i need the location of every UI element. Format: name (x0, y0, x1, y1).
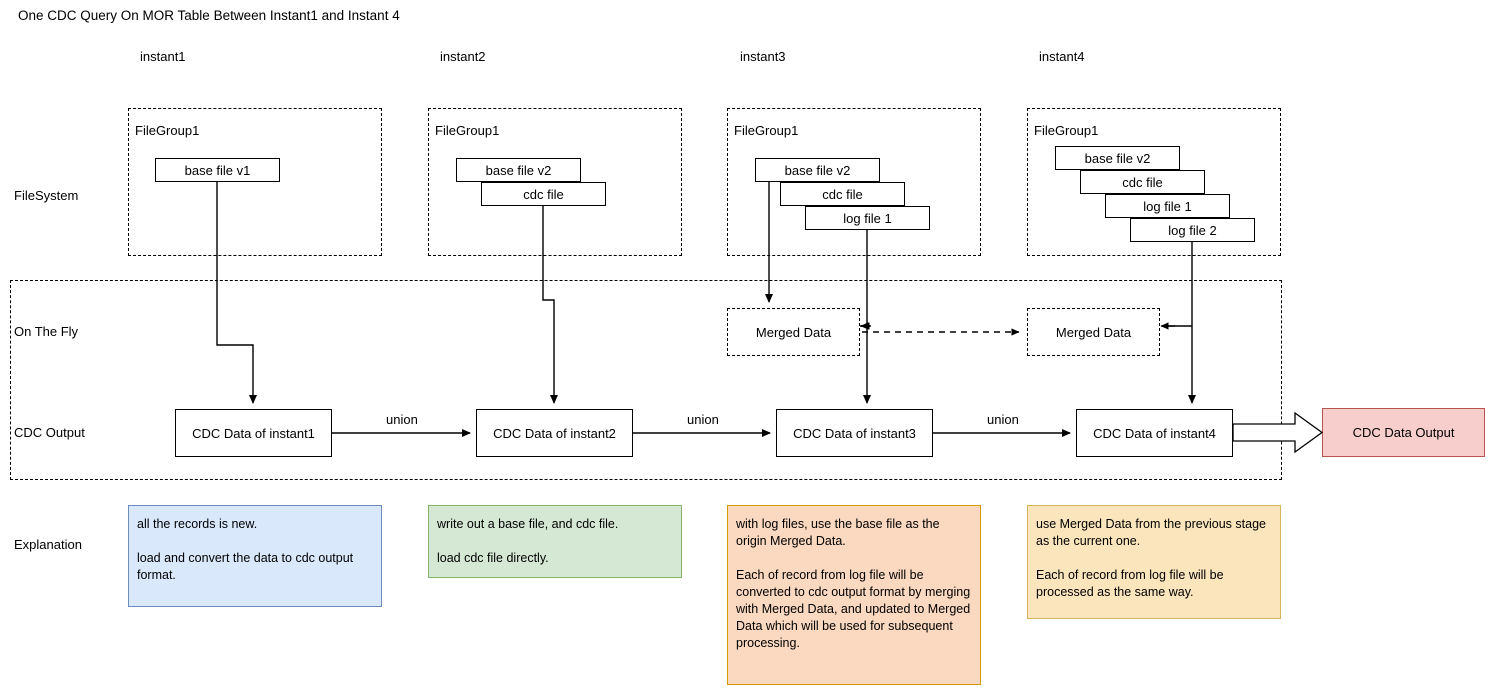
row-label-on-the-fly: On The Fly (14, 324, 79, 339)
file-box-log-file-1[interactable]: log file 1 (805, 206, 930, 230)
explanation-box-instant3: with log files, use the base file as the… (727, 505, 981, 685)
page-title: One CDC Query On MOR Table Between Insta… (18, 8, 400, 23)
file-box-log-file-2[interactable]: log file 2 (1130, 218, 1255, 242)
file-box-base-file-v2[interactable]: base file v2 (755, 158, 880, 182)
explanation-box-instant4: use Merged Data from the previous stage … (1027, 505, 1281, 619)
column-label-instant1: instant1 (140, 49, 186, 64)
filegroup-title: FileGroup1 (734, 123, 799, 138)
processing-section-box (10, 280, 1282, 480)
cdc-data-node-instant2[interactable]: CDC Data of instant2 (476, 409, 633, 457)
file-box-cdc-file[interactable]: cdc file (780, 182, 905, 206)
cdc-data-node-instant3[interactable]: CDC Data of instant3 (776, 409, 933, 457)
file-box-base-file-v2[interactable]: base file v2 (456, 158, 581, 182)
column-label-instant2: instant2 (440, 49, 486, 64)
file-box-cdc-file[interactable]: cdc file (481, 182, 606, 206)
filegroup-title: FileGroup1 (135, 123, 200, 138)
row-label-cdc-output: CDC Output (14, 425, 85, 440)
file-box-base-file-v1[interactable]: base file v1 (155, 158, 280, 182)
cdc-data-node-instant4[interactable]: CDC Data of instant4 (1076, 409, 1233, 457)
filegroup-title: FileGroup1 (1034, 123, 1099, 138)
union-label-1: union (386, 412, 418, 427)
column-label-instant4: instant4 (1039, 49, 1085, 64)
filegroup-box-instant4: FileGroup1 (1027, 108, 1281, 256)
cdc-data-output-box[interactable]: CDC Data Output (1322, 408, 1485, 457)
filegroup-title: FileGroup1 (435, 123, 500, 138)
filegroup-box-instant2: FileGroup1 (428, 108, 682, 256)
file-box-cdc-file[interactable]: cdc file (1080, 170, 1205, 194)
explanation-box-instant1: all the records is new. load and convert… (128, 505, 382, 607)
merged-data-box-instant4[interactable]: Merged Data (1027, 308, 1160, 356)
explanation-box-instant2: write out a base file, and cdc file. loa… (428, 505, 682, 578)
cdc-data-node-instant1[interactable]: CDC Data of instant1 (175, 409, 332, 457)
column-label-instant3: instant3 (740, 49, 786, 64)
union-label-3: union (987, 412, 1019, 427)
row-label-explanation: Explanation (14, 537, 82, 552)
union-label-2: union (687, 412, 719, 427)
filegroup-box-instant1: FileGroup1 (128, 108, 382, 256)
merged-data-box-instant3[interactable]: Merged Data (727, 308, 860, 356)
file-box-base-file-v2[interactable]: base file v2 (1055, 146, 1180, 170)
row-label-filesystem: FileSystem (14, 188, 79, 203)
filegroup-box-instant3: FileGroup1 (727, 108, 981, 256)
file-box-log-file-1[interactable]: log file 1 (1105, 194, 1230, 218)
